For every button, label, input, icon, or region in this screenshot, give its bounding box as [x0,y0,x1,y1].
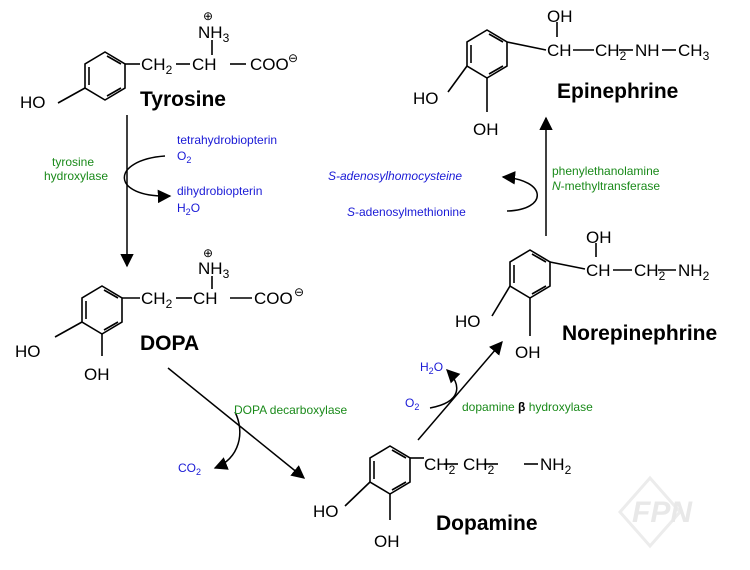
step3-h2o: H2O [420,360,443,376]
dopamine-ch2b-label: CH2 [463,455,495,477]
step2-arrow [167,367,306,479]
norepinephrine-name: Norepinephrine [562,322,717,345]
tyrosine-ch2-label: CH2 [141,55,173,77]
step1-enzyme-line1: tyrosine [52,155,94,169]
dopa-nh3-label: NH3 [198,259,230,281]
norepinephrine-ch2-label: CH2 [634,261,666,283]
step4-cofactor-in: S-adenosylmethionine [347,205,466,219]
epinephrine-structure: HO OH OH CH CH2 NH CH3 Epinephrine [413,7,710,139]
step1-cofactor-in: tetrahydrobiopterin [177,133,277,147]
step2-enzyme: DOPA decarboxylase [234,403,347,417]
dopa-coo-label: COO [254,289,293,308]
norepinephrine-structure: HO OH OH CH CH2 NH2 Norepinephrine [455,228,717,362]
epinephrine-ho-label: HO [413,89,439,108]
epinephrine-ch3-label: CH3 [678,41,710,63]
dopa-ho-label: HO [15,342,41,361]
dopamine-ho-label: HO [313,502,339,521]
norepinephrine-ho-label: HO [455,312,481,331]
tyrosine-nh3-label: NH3 [198,23,230,45]
epinephrine-name: Epinephrine [557,80,678,103]
svg-text:FPN: FPN [632,496,693,529]
step3-arrow [417,340,503,441]
norepinephrine-nh2-label: NH2 [678,261,710,283]
tyrosine-charge-plus: ⊕ [203,9,213,23]
step1-cofactor-out: dihydrobiopterin [177,184,262,198]
dopamine-ch2a-label: CH2 [424,455,456,477]
tyrosine-charge-minus: ⊖ [288,51,298,65]
tyrosine-structure: HO CH2 CH COO ⊖ NH3 ⊕ Tyrosine [20,9,298,112]
step4-cofactor-arrow [501,171,538,212]
dopa-oh-label: OH [84,365,110,384]
tyrosine-name: Tyrosine [140,88,226,111]
epinephrine-sidechain-oh: OH [547,7,573,26]
dopa-ch-label: CH [193,289,218,308]
step1-h2o: H2O [177,201,200,217]
dopamine-nh2-label: NH2 [540,455,572,477]
step3-enzyme: dopamine β hydroxylase [462,400,593,414]
dopa-charge-minus: ⊖ [294,285,304,299]
epinephrine-oh-label: OH [473,120,499,139]
step4-enzyme-line1: phenylethanolamine [552,164,660,178]
step1-cofactor-arrow [123,155,172,204]
tyrosine-ch-label: CH [192,55,217,74]
dopamine-structure: HO OH CH2 CH2 NH2 Dopamine [313,445,572,551]
dopa-structure: HO OH CH2 CH COO ⊖ NH3 ⊕ DOPA [15,246,304,384]
step3-cofactor-arrow [429,369,461,409]
step4-cofactor-out: S-adenosylhomocysteine [328,169,462,183]
step2-co2: CO2 [178,461,201,477]
watermark: FPN [617,475,693,549]
dopa-name: DOPA [140,332,199,355]
epinephrine-ch-label: CH [547,41,572,60]
epinephrine-nh-label: NH [635,41,660,60]
tyrosine-coo-label: COO [250,55,289,74]
step1-enzyme-line2: hydroxylase [44,169,108,183]
norepinephrine-oh-label: OH [515,343,541,362]
dopa-ch2-label: CH2 [141,289,173,311]
step4-enzyme-line2: N-methyltransferase [552,179,660,193]
norepinephrine-sidechain-oh: OH [586,228,612,247]
dopamine-oh-label: OH [374,532,400,551]
norepinephrine-ch-label: CH [586,261,611,280]
tyrosine-ho-label: HO [20,93,46,112]
dopa-charge-plus: ⊕ [203,246,213,260]
step3-o2: O2 [405,396,419,412]
step2-cofactor-arrow [213,411,241,470]
step1-o2: O2 [177,149,191,165]
epinephrine-ch2-label: CH2 [595,41,627,63]
dopamine-name: Dopamine [436,512,538,535]
